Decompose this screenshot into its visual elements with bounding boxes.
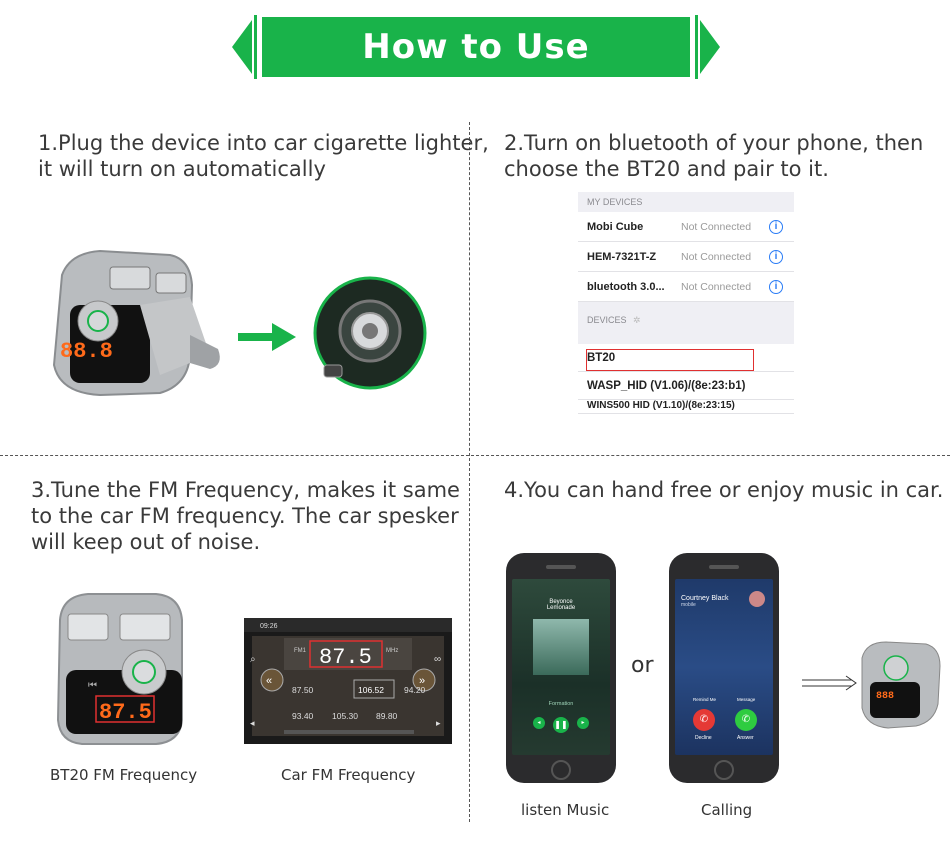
answer-label: Answer xyxy=(737,735,754,741)
radio-frequency: 87.5 xyxy=(319,645,372,670)
step4-text: 4.You can hand free or enjoy music in ca… xyxy=(504,477,943,503)
preset-item[interactable]: 105.30 xyxy=(332,711,358,721)
car-radio-image: 09:26 FM1 87.5 MHz « » 87.50 106.52 94.2… xyxy=(244,618,452,744)
step3-line3: will keep out of noise. xyxy=(31,529,460,555)
caller-avatar xyxy=(749,591,765,607)
pause-icon[interactable]: ❚❚ xyxy=(553,717,569,733)
step1-illustration: 88.8 xyxy=(40,245,430,405)
step2-line1: 2.Turn on bluetooth of your phone, then xyxy=(504,130,923,156)
volume-up-icon[interactable]: ▸ xyxy=(436,718,441,728)
bt-device-status: Not Connected xyxy=(681,251,769,263)
step1-text: 1.Plug the device into car cigarette lig… xyxy=(38,130,489,182)
answer-icon[interactable]: ✆ xyxy=(735,709,757,731)
next-icon[interactable]: ▸ xyxy=(577,717,589,729)
loop-icon[interactable]: ∞ xyxy=(434,654,441,665)
radio-band: FM1 xyxy=(294,648,307,654)
music-caption: listen Music xyxy=(521,801,609,819)
preset-item[interactable]: 93.40 xyxy=(292,711,314,721)
banner-left-line xyxy=(254,15,257,79)
step1-line1: 1.Plug the device into car cigarette lig… xyxy=(38,130,489,156)
bt20-frequency-display: 87.5 xyxy=(99,700,152,725)
step2-text: 2.Turn on bluetooth of your phone, then … xyxy=(504,130,923,182)
bt-device-name: HEM-7321T-Z xyxy=(587,251,681,263)
preset-item[interactable]: 106.52 xyxy=(358,685,384,695)
bt-device-row[interactable]: Mobi Cube Not Connected i xyxy=(578,212,794,242)
home-button xyxy=(714,760,734,780)
bluetooth-device-list: MY DEVICES Mobi Cube Not Connected i HEM… xyxy=(578,192,794,418)
devices-header-label: DEVICES xyxy=(587,315,627,325)
bt-available-device[interactable]: WINS500 HID (V1.10)/(8e:23:15) xyxy=(578,400,794,414)
devices-header: DEVICES ✲ xyxy=(578,302,794,344)
small-charger-image: 888 xyxy=(862,642,940,728)
banner-title: How to Use xyxy=(262,17,690,77)
step4-charger-illustration: 888 xyxy=(800,638,945,738)
bt-device-row[interactable]: bluetooth 3.0... Not Connected i xyxy=(578,272,794,302)
seek-back-icon[interactable]: « xyxy=(266,675,272,687)
decline-label: Decline xyxy=(695,735,712,741)
car-radio-caption: Car FM Frequency xyxy=(281,766,415,784)
music-track: Formation xyxy=(512,701,610,707)
step1-line2: it will turn on automatically xyxy=(38,156,489,182)
decline-icon[interactable]: ✆ xyxy=(693,709,715,731)
my-devices-header: MY DEVICES xyxy=(578,192,794,212)
step3-text: 3.Tune the FM Frequency, makes it same t… xyxy=(31,477,460,555)
step2-line2: choose the BT20 and pair to it. xyxy=(504,156,923,182)
cigarette-socket-image xyxy=(315,278,425,388)
or-label: or xyxy=(631,653,654,678)
radio-unit: MHz xyxy=(386,648,398,654)
bt-available-device[interactable]: WASP_HID (V1.06)/(8e:23:b1) xyxy=(578,372,794,400)
bt-device-status: Not Connected xyxy=(681,281,769,293)
info-icon[interactable]: i xyxy=(769,220,783,234)
home-button xyxy=(551,760,571,780)
bt-device-name: bluetooth 3.0... xyxy=(587,281,681,293)
music-album: Lemonade xyxy=(512,605,610,611)
banner-right-line xyxy=(695,15,698,79)
bt20-caption: BT20 FM Frequency xyxy=(50,766,197,784)
volume-down-icon[interactable]: ◂ xyxy=(250,718,255,728)
phone-speaker xyxy=(546,565,576,569)
bt-device-name: Mobi Cube xyxy=(587,221,681,233)
banner-right-arrow xyxy=(700,20,720,74)
calling-caption: Calling xyxy=(701,801,752,819)
phone-speaker xyxy=(709,565,739,569)
step3-line2: to the car FM frequency. The car spesker xyxy=(31,503,460,529)
search-icon[interactable]: ⌕ xyxy=(250,654,256,665)
svg-text:888: 888 xyxy=(876,691,894,702)
spinner-icon: ✲ xyxy=(633,315,641,325)
radio-time: 09:26 xyxy=(260,623,278,630)
calling-screen: Courtney Black mobile Remind Me Message … xyxy=(675,579,773,755)
music-screen: Beyonce Lemonade Formation ◂ ❚❚ ▸ xyxy=(512,579,610,755)
info-icon[interactable]: i xyxy=(769,280,783,294)
bt20-selection-box xyxy=(586,349,754,371)
preset-item[interactable]: 94.20 xyxy=(404,685,426,695)
remind-me-label[interactable]: Remind Me xyxy=(693,697,716,702)
calling-phone: Courtney Black mobile Remind Me Message … xyxy=(669,553,779,783)
double-arrow-icon xyxy=(802,676,856,690)
green-arrow-icon xyxy=(238,323,296,351)
preset-item[interactable]: 87.50 xyxy=(292,685,314,695)
preset-item[interactable]: 89.80 xyxy=(376,711,398,721)
bt-device-row[interactable]: HEM-7321T-Z Not Connected i xyxy=(578,242,794,272)
previous-track-icon: ⏮ xyxy=(88,680,97,691)
charger-display-digits: 88.8 xyxy=(60,339,113,364)
info-icon[interactable]: i xyxy=(769,250,783,264)
car-charger-image: 88.8 xyxy=(54,251,220,395)
step3-line1: 3.Tune the FM Frequency, makes it same xyxy=(31,477,460,503)
horizontal-divider xyxy=(0,455,950,456)
how-to-use-banner: How to Use xyxy=(232,15,720,79)
bt20-device-image: ⏮ 87.5 xyxy=(52,590,192,750)
vertical-divider xyxy=(469,122,470,822)
music-phone: Beyonce Lemonade Formation ◂ ❚❚ ▸ xyxy=(506,553,616,783)
message-label[interactable]: Message xyxy=(737,697,755,702)
album-art xyxy=(533,619,589,675)
bt-device-status: Not Connected xyxy=(681,221,769,233)
previous-icon[interactable]: ◂ xyxy=(533,717,545,729)
banner-left-arrow xyxy=(232,20,252,74)
